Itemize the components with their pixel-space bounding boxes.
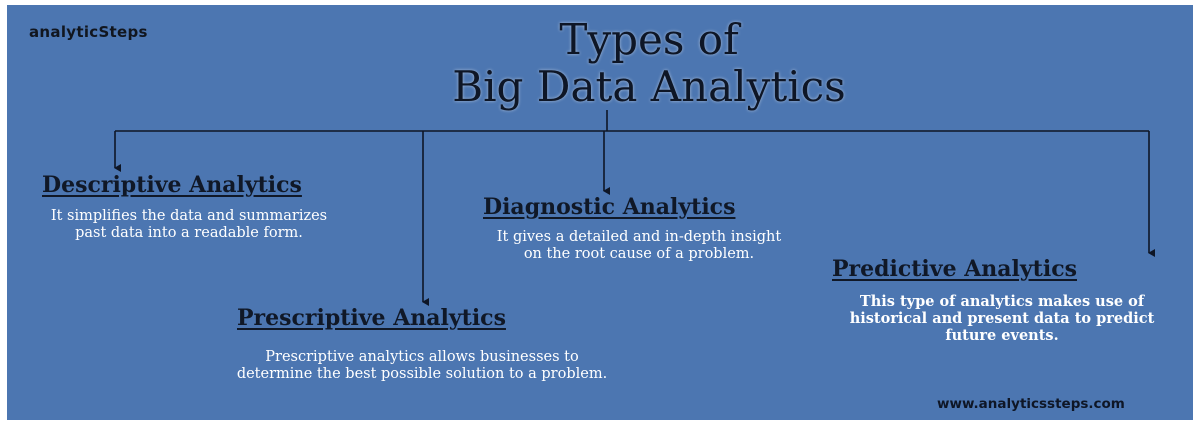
descriptive-description: It simplifies the data and summarizes pa…	[50, 208, 328, 241]
prescriptive-heading: Prescriptive Analytics	[237, 305, 506, 331]
predictive-description: This type of analytics makes use of hist…	[849, 293, 1155, 344]
logo-text: analyticSteps	[29, 23, 148, 41]
infographic-canvas: analyticSteps Types of Big Data Analytic…	[7, 5, 1193, 420]
descriptive-heading: Descriptive Analytics	[42, 172, 302, 198]
brand-logo: analyticSteps	[29, 23, 148, 41]
predictive-heading: Predictive Analytics	[832, 256, 1077, 282]
title-line-1: Types of	[559, 15, 739, 64]
diagnostic-description: It gives a detailed and in-depth insight…	[496, 229, 782, 262]
prescriptive-description: Prescriptive analytics allows businesses…	[236, 349, 608, 382]
connector-lines	[114, 110, 1155, 306]
website-url: www.analyticssteps.com	[937, 396, 1125, 412]
title-line-2: Big Data Analytics	[452, 62, 846, 111]
diagnostic-heading: Diagnostic Analytics	[483, 194, 736, 220]
